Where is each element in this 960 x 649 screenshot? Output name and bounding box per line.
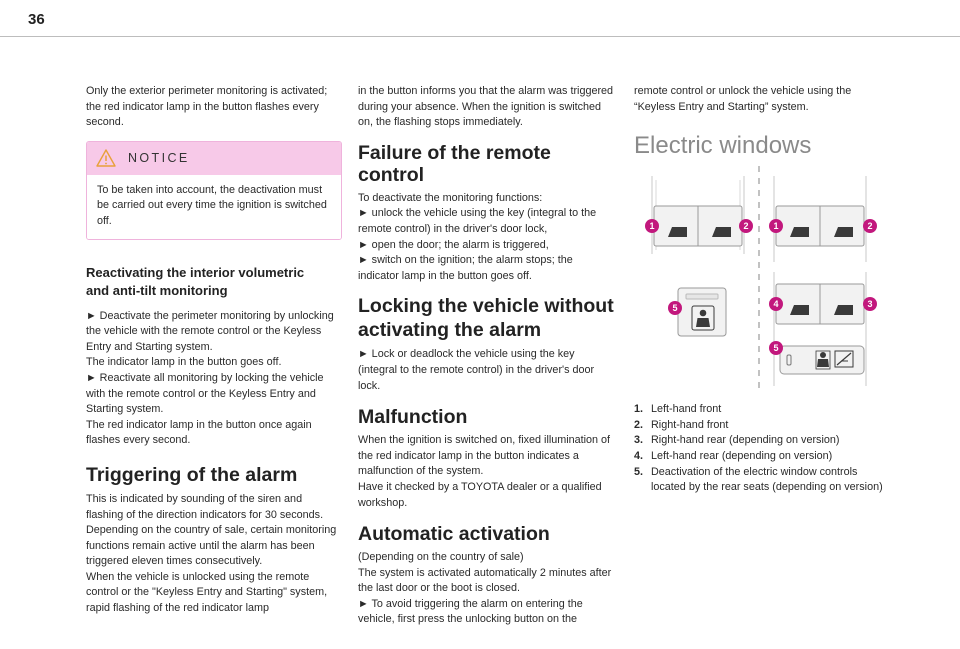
triggering-text-1: This is indicated by sounding of the sir… (86, 492, 324, 521)
legend-item: 5. Deactivation of the electric window c… (634, 465, 883, 494)
reactivating-step-1: ► Deactivate the perimeter monitoring by… (86, 309, 334, 353)
window-switch-icon (668, 227, 687, 238)
reactivating-step-1-note: The indicator lamp in the button goes of… (86, 356, 282, 369)
warning-icon (96, 149, 116, 167)
legend-item: 4. Left-hand rear (depending on version) (634, 449, 833, 462)
failure-step-2: ► open the door; the alarm is triggered, (358, 238, 549, 251)
figure-label-2-right: 2 (863, 219, 877, 234)
figure-label-5-right: 5 (769, 341, 783, 356)
window-switch-icon (790, 305, 809, 316)
figure-label-5-left: 5 (668, 301, 682, 316)
failure-step-3: ► switch on the ignition; the alarm stop… (358, 254, 573, 282)
locking-heading: Locking the vehicle without activating t… (358, 295, 614, 342)
reactivating-step-2: ► Reactivate all monitoring by locking t… (86, 371, 324, 416)
electric-windows-figure: 1 2 1 2 4 3 5 (634, 166, 884, 395)
failure-step-1: ► unlock the vehicle using the key (inte… (358, 207, 597, 235)
malfunction-text-1: When the ignition is switched on, fixed … (358, 434, 611, 478)
figure-label-2-left: 2 (739, 219, 753, 234)
legend-item: 3. Right-hand rear (depending on version… (634, 434, 840, 447)
electric-windows-heading: Electric windows (634, 132, 812, 160)
window-switch-icon (712, 227, 731, 238)
svg-text:2: 2 (867, 221, 872, 231)
figure-label-4: 4 (769, 297, 783, 312)
svg-text:4: 4 (773, 299, 778, 309)
right-panel-outline (773, 176, 867, 387)
page-number: 36 (28, 11, 45, 28)
header-divider (0, 36, 960, 37)
reactivating-heading: Reactivating the interior volumetric and… (86, 264, 305, 298)
child-lock-icon (691, 305, 715, 331)
svg-text:1: 1 (773, 221, 778, 231)
window-switch-icon (834, 227, 853, 238)
column-2: in the button informs you that the alarm… (358, 84, 616, 628)
window-lock-icon (834, 350, 854, 368)
triggering-heading: Triggering of the alarm (86, 463, 298, 486)
child-lock-icon (815, 350, 831, 370)
alarm-continued-paragraph: in the button informs you that the alarm… (358, 85, 614, 129)
locking-step: ► Lock or deadlock the vehicle using the… (358, 348, 595, 392)
alarm-continued-end: remote control or unlock the vehicle usi… (634, 85, 852, 113)
svg-text:5: 5 (773, 343, 778, 353)
column-1: Only the exterior perimeter monitoring i… (86, 84, 342, 617)
column-3: remote control or unlock the vehicle usi… (634, 84, 884, 496)
reactivating-step-2-note: The red indicator lamp in the button onc… (86, 418, 312, 447)
svg-text:5: 5 (672, 303, 677, 313)
window-controls-diagram: 1 2 1 2 4 3 5 (645, 166, 877, 395)
legend-item: 2. Right-hand front (634, 418, 729, 431)
failure-intro: To deactivate the monitoring functions: (358, 191, 543, 204)
legend-item: 1. Left-hand front (634, 403, 722, 416)
triggering-text-3: When the vehicle is unlocked using the r… (86, 570, 328, 615)
window-switch-icon (834, 305, 853, 316)
svg-text:2: 2 (743, 221, 748, 231)
notice-title: NOTICE (128, 151, 190, 166)
intro-paragraph: Only the exterior perimeter monitoring i… (86, 85, 328, 129)
indicator-lamp (786, 354, 792, 366)
svg-text:1: 1 (649, 221, 654, 231)
automatic-heading: Automatic activation (358, 523, 550, 546)
figure-label-1-right: 1 (769, 219, 783, 234)
malfunction-heading: Malfunction (358, 406, 468, 429)
window-switch-icon (790, 227, 809, 238)
svg-text:3: 3 (867, 299, 872, 309)
triggering-text-2: Depending on the country of sale, certai… (86, 524, 337, 568)
notice-text: To be taken into account, the deactivati… (97, 183, 327, 227)
figure-legend: 1. Left-hand front 2. Right-hand front 3… (634, 402, 884, 496)
figure-label-3: 3 (863, 297, 877, 312)
automatic-text-2: The system is activated automatically 2 … (358, 566, 612, 595)
automatic-text-1: (Depending on the country of sale) (358, 551, 524, 564)
automatic-text-3: ► To avoid triggering the alarm on enter… (358, 597, 583, 626)
malfunction-text-2: Have it checked by a TOYOTA dealer or a … (358, 480, 602, 509)
failure-heading: Failure of the remote control (358, 141, 551, 186)
notice-header: NOTICE (87, 141, 341, 175)
notice-box: NOTICE To be taken into account, the dea… (86, 140, 342, 240)
figure-label-1-left: 1 (645, 219, 659, 234)
